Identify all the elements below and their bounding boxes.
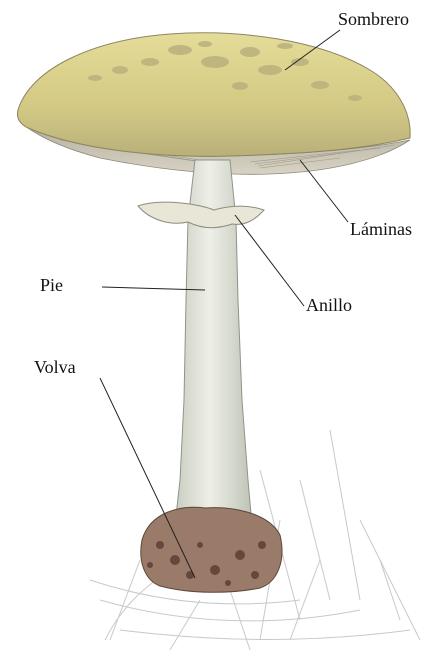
leader-anillo [235,215,304,306]
volva [141,507,282,592]
label-anillo: Anillo [306,296,352,314]
ring [138,202,264,227]
label-volva: Volva [34,358,76,376]
label-sombrero: Sombrero [338,10,409,28]
label-laminas: Láminas [350,220,412,238]
label-pie: Pie [40,276,63,294]
cap [17,33,410,156]
